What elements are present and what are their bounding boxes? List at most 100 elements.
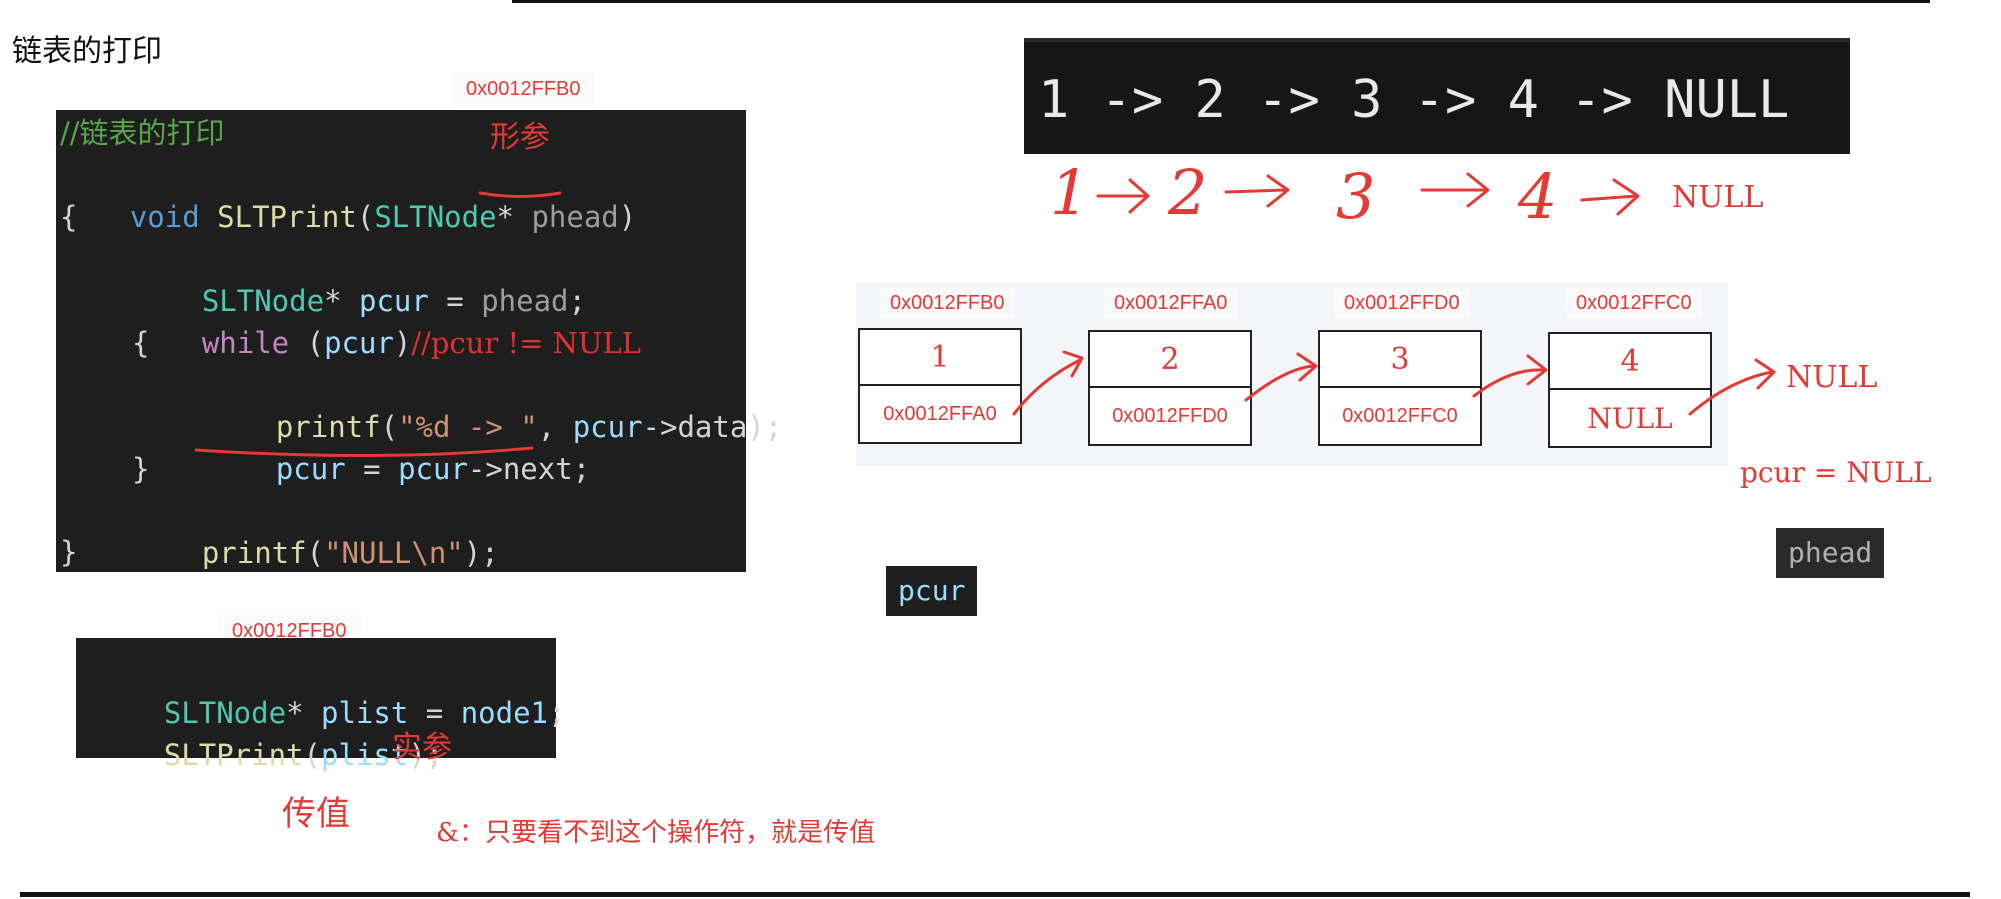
seq-arrow-4 — [1580, 178, 1640, 216]
phead-chip: phead — [1776, 528, 1885, 578]
semicolon: ; — [568, 284, 586, 318]
code-brace: } — [60, 535, 78, 569]
hand-digit-4: 4 — [1518, 160, 1558, 233]
end-null-label: NULL — [1786, 360, 1878, 395]
node-next: 0x0012FFC0 — [1342, 404, 1458, 427]
type-name: SLTNode — [374, 200, 497, 234]
var-pcur: pcur — [358, 284, 429, 318]
list-node-2: 2 0x0012FFD0 — [1088, 330, 1252, 446]
call-code-block: SLTNode* plist = node1; SLTPrint(plist); — [76, 638, 565, 772]
paren: ) — [618, 200, 637, 234]
node2-address: 0x0012FFA0 — [1104, 288, 1238, 319]
bottom-rule — [20, 892, 1970, 897]
link-arrow-2 — [1244, 352, 1318, 402]
function-name: SLTPrint — [163, 738, 304, 772]
code-brace: { — [60, 200, 78, 234]
code-line-call: SLTPrint(plist); — [94, 692, 443, 772]
top-rule — [512, 0, 1930, 3]
node1-address: 0x0012FFB0 — [880, 288, 1015, 319]
operator: = — [428, 284, 482, 318]
pass-by-value-note: &：只要看不到这个操作符，就是传值 — [436, 818, 876, 848]
node4-address: 0x0012FFC0 — [1566, 288, 1702, 319]
code-line-printf-data: printf("%d -> ", pcur->data); — [206, 364, 782, 444]
code-line-advance: pcur = pcur->next; — [206, 406, 590, 486]
string-literal: "%d -> " — [398, 410, 538, 444]
formal-param-label: 形参 — [490, 120, 550, 155]
var-plist: plist — [320, 696, 409, 730]
paren: ); — [408, 738, 444, 772]
var-pcur: pcur — [398, 452, 468, 486]
code-comment-red: //pcur != NULL — [411, 326, 641, 360]
list-node-3: 3 0x0012FFC0 — [1318, 330, 1482, 446]
seq-arrow-3 — [1420, 172, 1490, 208]
var-plist: plist — [321, 738, 409, 772]
hand-null: NULL — [1672, 180, 1764, 215]
node-data: 2 — [1090, 332, 1250, 388]
field-data: data — [677, 410, 748, 444]
node-next: NULL — [1587, 401, 1673, 435]
keyword-while: while — [201, 326, 290, 360]
link-arrow-1 — [1012, 350, 1084, 416]
paren: ); — [463, 536, 499, 570]
code-line-decl: SLTNode* pcur = phead; — [132, 238, 586, 318]
node-data: 3 — [1320, 332, 1480, 388]
pcur-null-lhs: pcur — [1740, 456, 1806, 489]
node-data: 1 — [860, 330, 1020, 386]
operator: = — [408, 696, 461, 730]
code-line-plist: SLTNode* plist = node1; — [94, 650, 566, 730]
code-line-while: while ( pcur)//pcur != NULL — [132, 280, 641, 360]
paren: ( — [289, 326, 325, 360]
page-title: 链表的打印 — [12, 34, 162, 69]
link-arrow-3 — [1472, 354, 1548, 398]
node3-address: 0x0012FFD0 — [1334, 288, 1470, 319]
pcur-null-label: pcur = NULL — [1740, 456, 1932, 489]
list-node-4: 4 NULL — [1548, 332, 1712, 448]
code-brace: } — [132, 452, 150, 486]
function-name: SLTPrint — [217, 200, 357, 234]
list-node-1: 1 0x0012FFA0 — [858, 328, 1022, 444]
terminal-output: 1 -> 2 -> 3 -> 4 -> NULL — [1024, 38, 1850, 154]
pointer-star: * — [496, 200, 532, 234]
code-brace: { — [132, 326, 150, 360]
node-next: 0x0012FFD0 — [1112, 404, 1228, 427]
function-printf: printf — [275, 410, 381, 444]
advance-underline — [194, 446, 534, 458]
operator-arrow: -> — [467, 452, 503, 486]
semicolon: ; — [548, 696, 566, 730]
paren: ( — [306, 536, 325, 570]
equals-mark: = — [1805, 456, 1847, 489]
var-pcur: pcur — [275, 452, 346, 486]
pointer-star: * — [324, 284, 359, 318]
node-next: 0x0012FFA0 — [883, 402, 997, 425]
node-data: 4 — [1550, 334, 1710, 390]
seq-arrow-1 — [1096, 178, 1150, 214]
code-comment: //链表的打印 — [60, 116, 225, 150]
type-name: SLTNode — [163, 696, 287, 730]
pass-by-value-label: 传值 — [282, 794, 350, 834]
semicolon: ; — [572, 452, 591, 486]
code-line-printf-null: printf("NULL\n"); — [132, 490, 499, 570]
param-phead: phead — [531, 200, 619, 234]
phead-underline — [478, 191, 562, 198]
string-literal: "NULL\n" — [324, 536, 464, 570]
function-code-block: //链表的打印 void SLTPrint(SLTNode* phead) { … — [56, 110, 782, 572]
paren: ) — [393, 326, 412, 360]
seq-arrow-2 — [1224, 174, 1290, 208]
pointer-star: * — [286, 696, 321, 730]
comma: , — [537, 410, 573, 444]
paren: ( — [303, 738, 321, 772]
keyword-void: void — [129, 200, 200, 234]
hand-digit-3: 3 — [1336, 160, 1376, 233]
field-next: next — [502, 452, 573, 486]
pcur-chip: pcur — [886, 566, 978, 616]
hand-digit-2: 2 — [1168, 156, 1208, 229]
var-pcur: pcur — [572, 410, 643, 444]
operator: = — [345, 452, 399, 486]
var-node1: node1 — [460, 696, 548, 730]
link-arrow-null — [1688, 358, 1776, 416]
phead-address-label: 0x0012FFB0 — [452, 72, 595, 107]
function-printf: printf — [201, 536, 307, 570]
code-line-signature: void SLTPrint(SLTNode* phead) — [60, 154, 636, 234]
param-phead: phead — [481, 284, 569, 318]
